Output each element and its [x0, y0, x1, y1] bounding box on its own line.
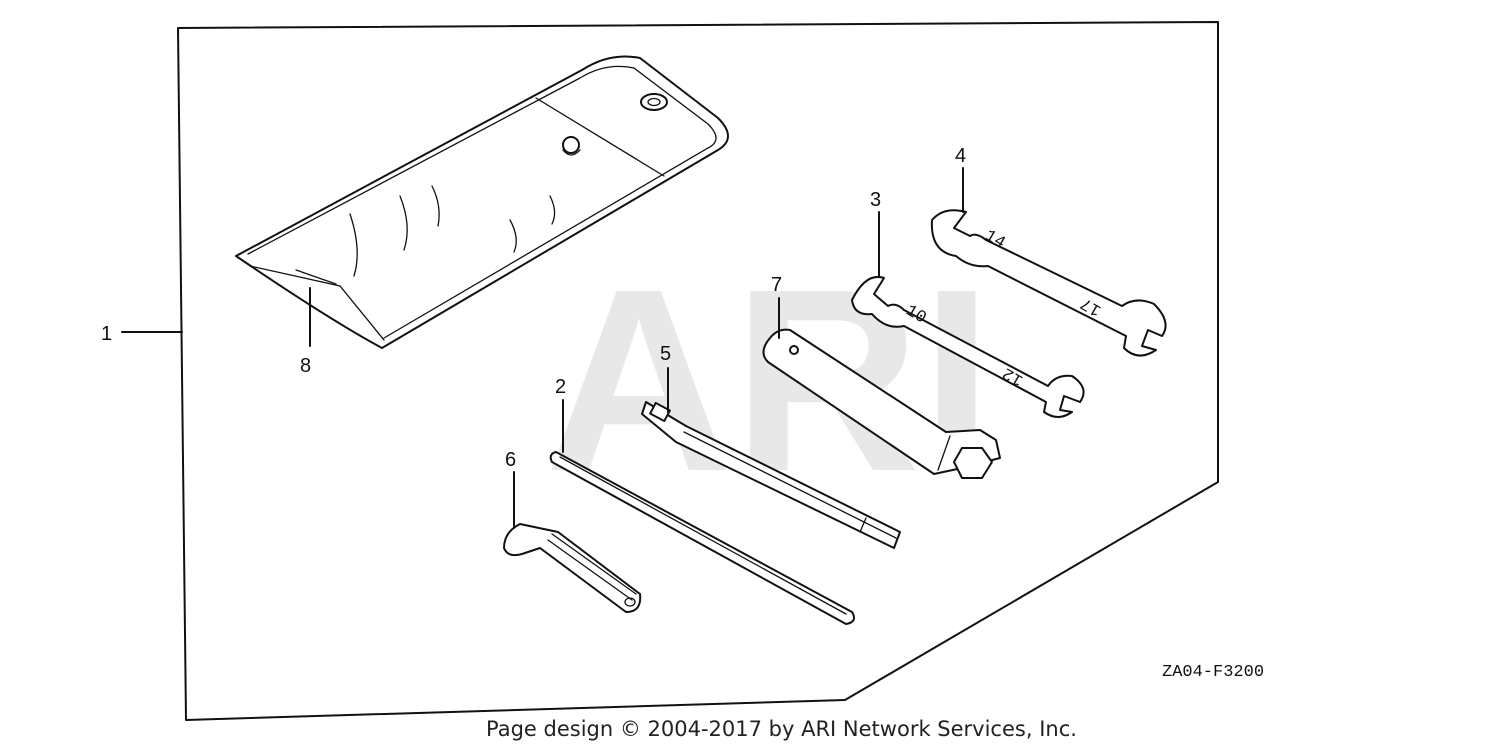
- page-footer: Page design © 2004-2017 by ARI Network S…: [486, 717, 1077, 741]
- screwdriver-grip[interactable]: [503, 523, 642, 613]
- callout-6[interactable]: 6: [505, 449, 516, 471]
- assembly-frame: [177, 21, 1219, 721]
- callout-1[interactable]: 1: [101, 323, 112, 345]
- extension-bar[interactable]: [549, 451, 855, 625]
- tool-bag[interactable]: [235, 55, 729, 349]
- figure-code: ZA04-F3200: [1162, 663, 1264, 682]
- wrench-10x12[interactable]: 10 12: [851, 276, 1085, 418]
- callout-2[interactable]: 2: [555, 376, 566, 398]
- callout-8[interactable]: 8: [300, 355, 311, 377]
- callout-7[interactable]: 7: [771, 274, 782, 296]
- callout-5[interactable]: 5: [660, 343, 671, 365]
- callout-4[interactable]: 4: [955, 145, 966, 167]
- plug-wrench[interactable]: [762, 328, 1001, 479]
- wrench-14x17[interactable]: 14 17: [930, 209, 1167, 357]
- callout-3[interactable]: 3: [870, 189, 881, 211]
- screwdriver-blade[interactable]: [641, 401, 901, 549]
